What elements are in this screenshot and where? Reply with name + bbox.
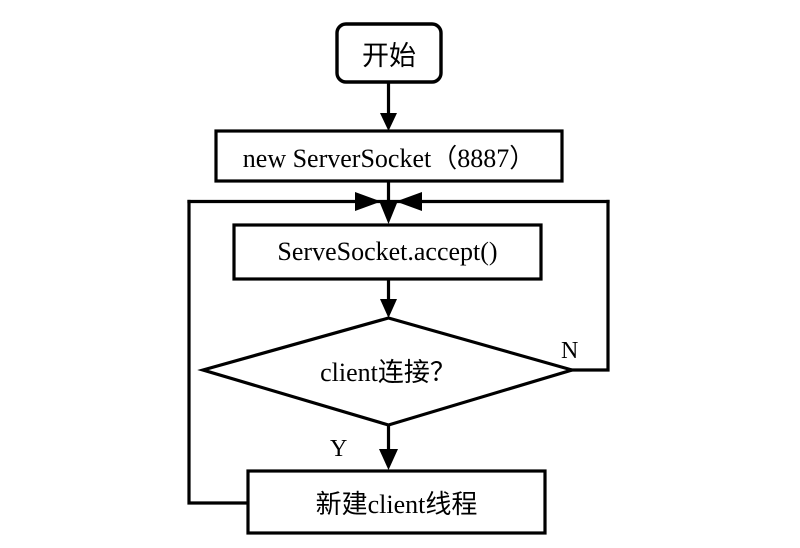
node-serversocket-label: new ServerSocket（8887） [242, 143, 536, 173]
node-newthread-shape[interactable] [246, 469, 547, 535]
arrowhead-start-to-serversocket [380, 113, 397, 131]
node-decision-shape[interactable] [197, 316, 578, 427]
node-newthread-label: 新建client线程 [315, 489, 478, 519]
edge-label-no: N [561, 338, 579, 364]
node-start-shape[interactable] [335, 22, 443, 84]
node-decision-label: client连接？ [320, 357, 456, 387]
arrowhead-decision-to-newthread [379, 449, 398, 470]
arrowhead-accept-to-decision [380, 299, 397, 318]
arrowhead-merge-to-accept [380, 203, 397, 224]
arrowhead-left-loop-into-junction [355, 192, 381, 211]
edge-newthread-to-accept-loop [187, 199, 249, 505]
node-serversocket-shape[interactable] [214, 129, 564, 183]
node-accept-label: ServeSocket.accept() [277, 237, 498, 266]
arrowhead-right-loop-into-junction [396, 192, 422, 211]
edge-label-yes: Y [330, 436, 348, 462]
node-start-label: 开始 [362, 40, 416, 71]
edge-decision-no-loop [570, 199, 610, 372]
node-accept-shape[interactable] [232, 223, 543, 281]
